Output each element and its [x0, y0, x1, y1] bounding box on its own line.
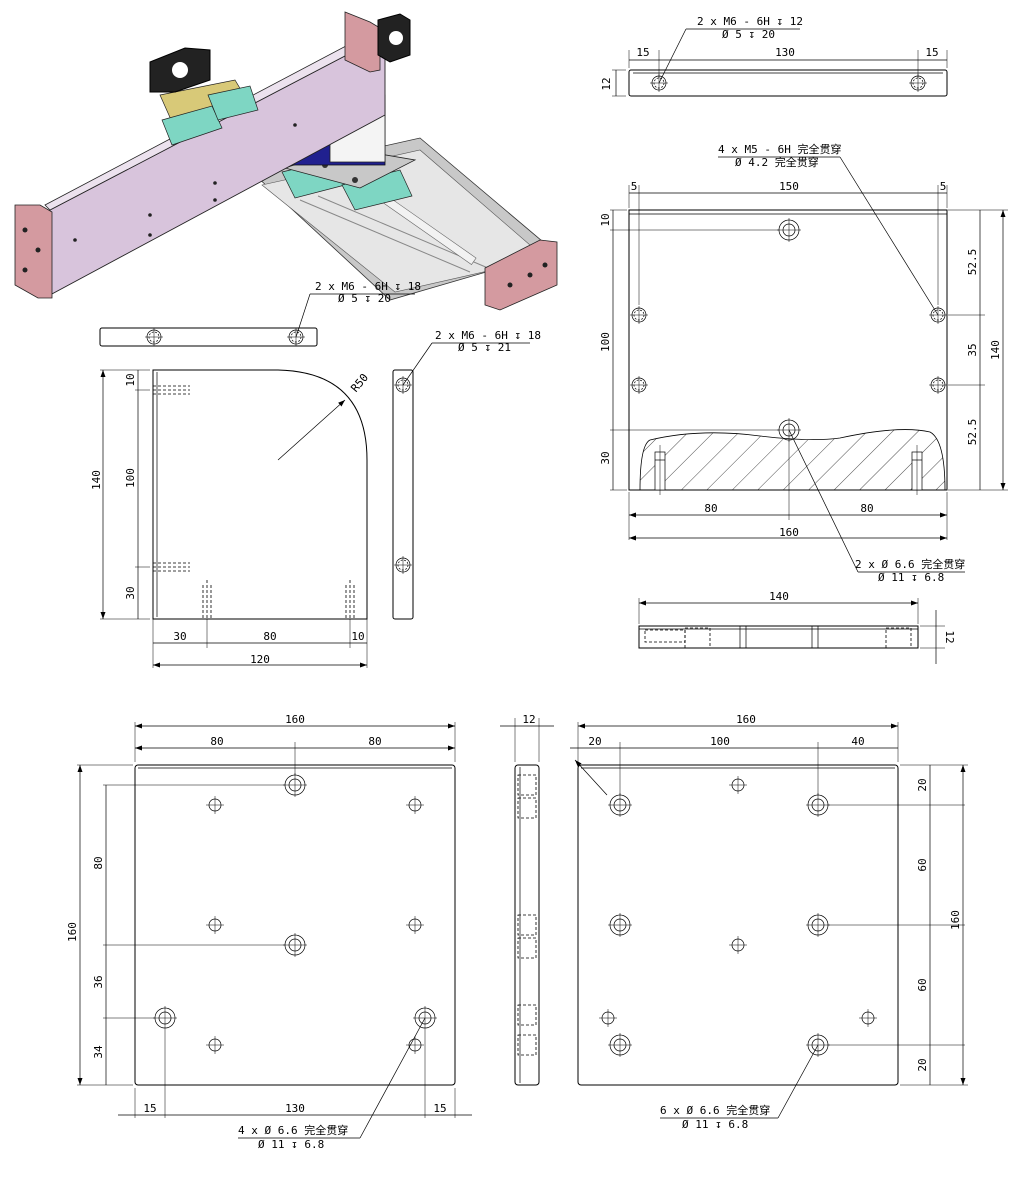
plate-160-dim-width: 160	[779, 526, 799, 539]
upright-top-view	[99, 327, 318, 347]
bar-top-body	[628, 69, 948, 97]
upright-dim-width: 120	[250, 653, 270, 666]
upright-dim-b: 80	[263, 630, 276, 643]
plate-160-dim-top-gap: 10	[599, 213, 612, 226]
beam-end-block-right	[344, 11, 381, 73]
base-plate-b-view: 160 20 100 40 20 60 60 20 160 6 x Ø 6.6 …	[570, 713, 968, 1131]
base-a-dim-overall-h: 160	[66, 922, 79, 942]
bar-top-dim-right: 15	[925, 46, 938, 59]
upright-dim-a: 30	[173, 630, 186, 643]
base-b-dim-r4: 20	[916, 1058, 929, 1071]
base-b-callout-line1: 6 x Ø 6.6 完全贯穿	[660, 1103, 770, 1117]
plate-160-dim-r1: 52.5	[966, 249, 979, 276]
base-b-dim-r2: 60	[916, 858, 929, 871]
base-side-dim-thick: 12	[522, 713, 535, 726]
base-b-dim-r1: 20	[916, 778, 929, 791]
base-a-callout-line2: Ø 11 ↧ 6.8	[258, 1138, 324, 1151]
plate-160-front-view: 4 x M5 - 6H 完全贯穿 Ø 4.2 完全贯穿 5 150 5 10 1…	[599, 142, 1008, 584]
base-b-dim-r3: 60	[916, 978, 929, 991]
base-a-dim-v3: 34	[92, 1045, 105, 1059]
plate-160-dim-mid: 100	[599, 332, 612, 352]
bar-top-callout-line2: Ø 5 ↧ 20	[722, 28, 775, 41]
base-a-dim-v2: 36	[92, 975, 105, 988]
upright-side-callout-line2: Ø 5 ↧ 21	[458, 341, 511, 354]
base-b-dim-overall-h: 160	[949, 910, 962, 930]
plate-160-dim-right-margin: 5	[940, 180, 947, 193]
base-a-callout-line1: 4 x Ø 6.6 完全贯穿	[238, 1123, 348, 1137]
upright-dim-bottom: 30	[124, 586, 137, 599]
bar-top-dim-thick: 12	[600, 77, 613, 90]
base-a-dim-b-mid: 130	[285, 1102, 305, 1115]
base-a-dim-width: 160	[285, 713, 305, 726]
base-b-dim-left: 20	[588, 735, 601, 748]
upright-side-callout-line1: 2 x M6 - 6H ↧ 18	[435, 329, 541, 342]
upright-dim-mid: 100	[124, 468, 137, 488]
base-side-body	[514, 764, 540, 1086]
plate-160-dim-span: 150	[779, 180, 799, 193]
base-b-dim-mid: 100	[710, 735, 730, 748]
base-a-dim-half-r: 80	[368, 735, 381, 748]
plate-160-dim-r2: 35	[966, 343, 979, 356]
upright-dim-overall-h: 140	[90, 470, 103, 490]
upright-top-callout-line1: 2 x M6 - 6H ↧ 18	[315, 280, 421, 293]
upright-side-view	[392, 369, 414, 620]
beam-end-block-left	[14, 204, 53, 299]
plate-160-dim-r3: 52.5	[966, 419, 979, 446]
upright-plate-views: 2 x M6 - 6H ↧ 18 Ø 5 ↧ 20 R50 140 10 100…	[90, 280, 541, 668]
bar-top-callout-line1: 2 x M6 - 6H ↧ 12	[697, 15, 803, 28]
base-b-dim-width: 160	[736, 713, 756, 726]
side-bar-dim-length: 140	[769, 590, 789, 603]
base-plate-a-view: 160 80 80 160 80 36 34 15 130 15 4 x Ø 6…	[66, 713, 472, 1151]
upright-dim-c: 10	[351, 630, 364, 643]
side-bar-view: 140 12	[638, 590, 956, 664]
base-a-dim-half-l: 80	[210, 735, 223, 748]
bar-top-dim-mid: 130	[775, 46, 795, 59]
base-b-dim-right: 40	[851, 735, 864, 748]
lower-end-block	[484, 239, 558, 311]
plate-160-callout-top-line1: 4 x M5 - 6H 完全贯穿	[718, 142, 841, 156]
base-a-dim-b-right: 15	[433, 1102, 446, 1115]
bar-top-view: 2 x M6 - 6H ↧ 12 Ø 5 ↧ 20 15 130 15 12	[600, 15, 948, 97]
plate-160-callout-bottom-line2: Ø 11 ↧ 6.8	[878, 571, 944, 584]
plate-160-dim-left-margin: 5	[631, 180, 638, 193]
base-a-dim-v1: 80	[92, 856, 105, 869]
plate-160-callout-top-line2: Ø 4.2 完全贯穿	[735, 155, 819, 169]
upright-radius-label: R50	[348, 371, 371, 395]
base-a-dim-b-left: 15	[143, 1102, 156, 1115]
plate-160-dim-bottom-gap: 30	[599, 451, 612, 464]
plate-160-dim-overall-h: 140	[989, 340, 1002, 360]
upright-top-callout-line2: Ø 5 ↧ 20	[338, 292, 391, 305]
upright-front-view	[152, 369, 368, 620]
plate-160-dim-half-l: 80	[704, 502, 717, 515]
side-bar-dim-thick: 12	[943, 630, 956, 643]
upright-dim-top: 10	[124, 373, 137, 386]
bar-top-dim-left: 15	[636, 46, 649, 59]
base-b-callout-line2: Ø 11 ↧ 6.8	[682, 1118, 748, 1131]
plate-160-callout-bottom-line1: 2 x Ø 6.6 完全贯穿	[855, 557, 965, 571]
plate-160-dim-half-r: 80	[860, 502, 873, 515]
base-side-view: 12	[500, 713, 554, 1086]
isometric-assembly-view	[14, 11, 558, 311]
side-bar-body	[638, 625, 919, 649]
